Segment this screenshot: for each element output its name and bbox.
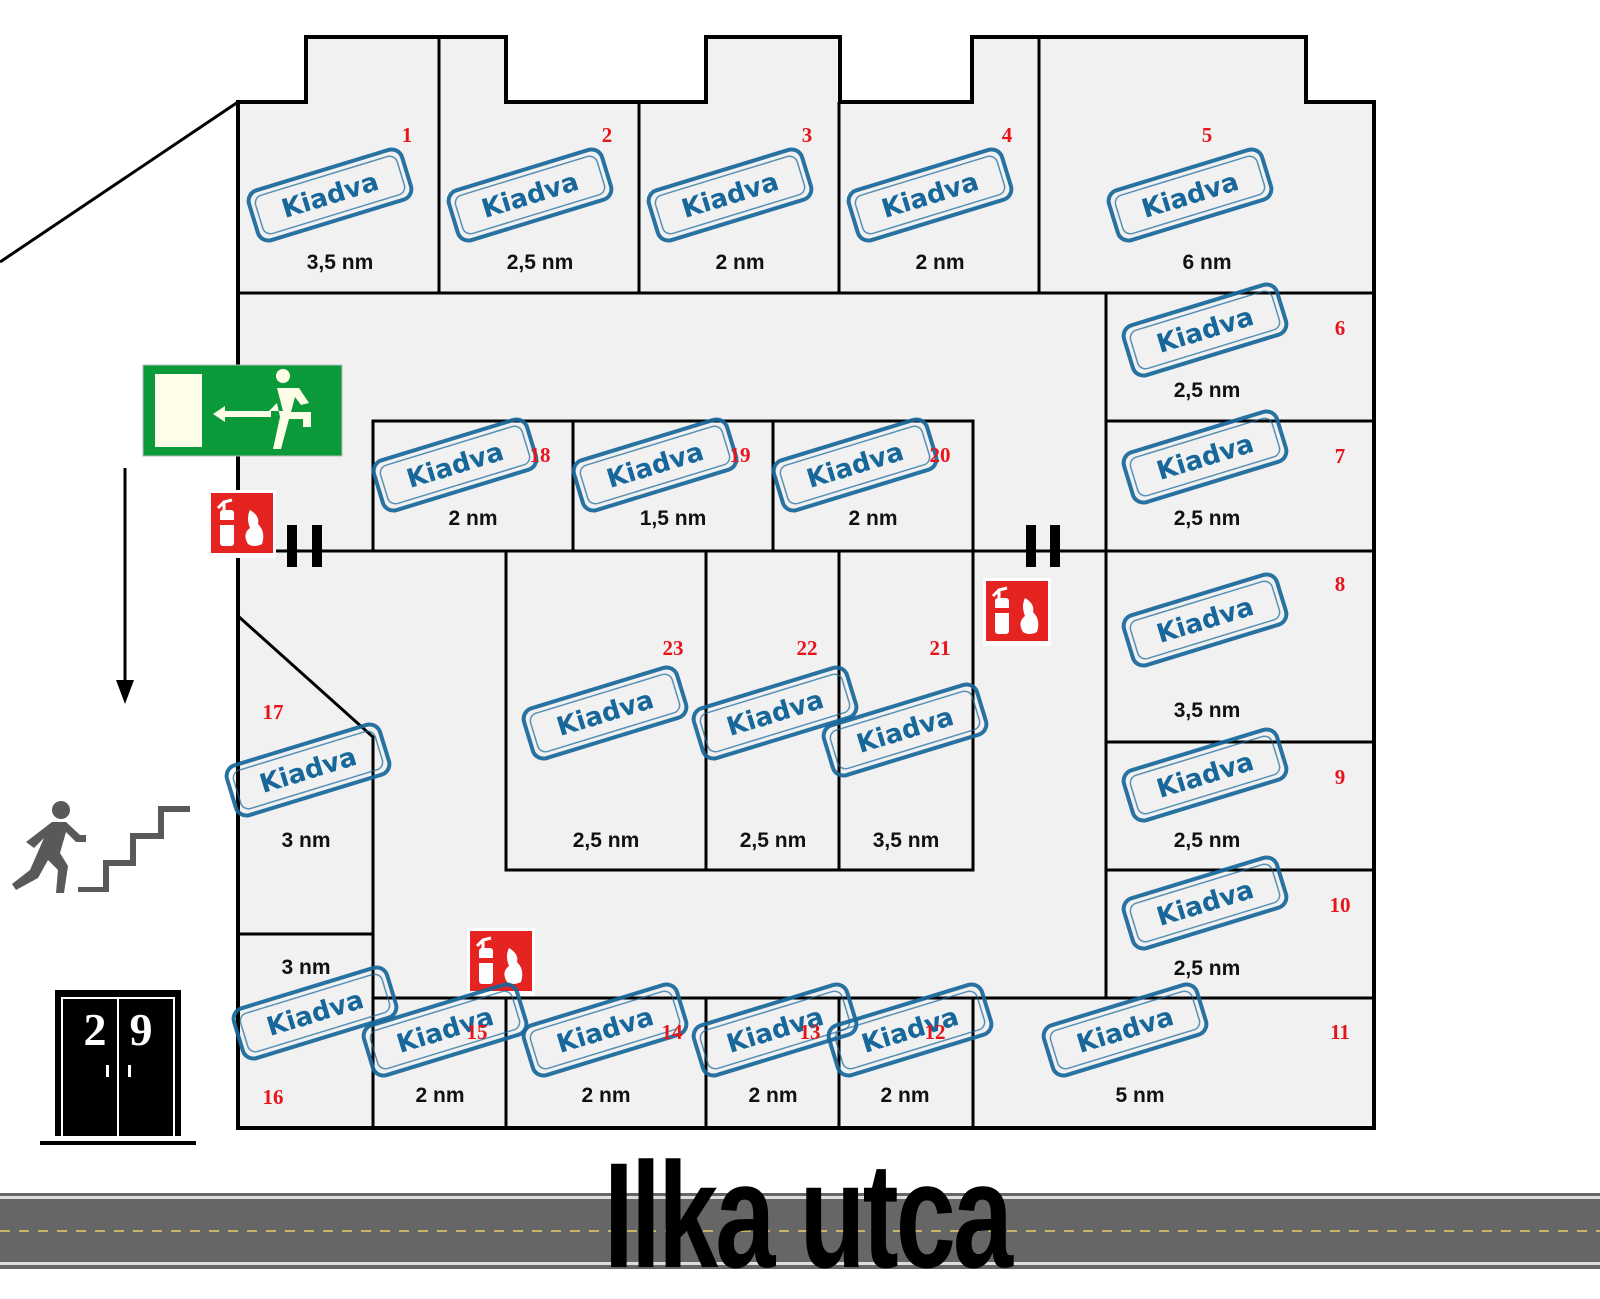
emergency-exit-sign-icon: [142, 364, 343, 457]
unit-number: 6: [1335, 316, 1346, 340]
gate-markers: [287, 525, 1060, 567]
rented-stamp: Kiadva: [1121, 572, 1289, 668]
unit-number: 17: [263, 700, 284, 724]
fire-extinguisher-sign-icon: [983, 578, 1051, 646]
unit-area: 3,5 nm: [307, 251, 374, 274]
road: [0, 1193, 1600, 1269]
unit-number: 13: [800, 1020, 821, 1044]
building-floor: [238, 37, 1374, 1128]
unit-area: 3,5 nm: [873, 829, 940, 852]
unit-area: 2 nm: [880, 1084, 929, 1107]
unit-number: 15: [467, 1020, 488, 1044]
unit-number: 7: [1335, 444, 1346, 468]
rented-stamp: Kiadva: [1121, 855, 1289, 951]
unit-number: 14: [662, 1020, 684, 1044]
unit-number: 18: [530, 443, 551, 467]
unit-area: 2 nm: [915, 251, 964, 274]
unit-number: 5: [1202, 123, 1213, 147]
unit-number: 11: [1330, 1020, 1350, 1044]
unit-area: 2,5 nm: [573, 829, 640, 852]
unit-number: 8: [1335, 572, 1346, 596]
gate-marker-right: [1026, 525, 1036, 567]
unit-8[interactable]: Kiadva 8 3,5 nm: [1121, 572, 1345, 722]
unit-area: 2 nm: [848, 507, 897, 530]
unit-area: 2,5 nm: [740, 829, 807, 852]
stairs-icon: [12, 801, 190, 893]
unit-area: 2,5 nm: [1174, 507, 1241, 530]
unit-number: 22: [797, 636, 818, 660]
house-number-left: 2: [84, 1004, 107, 1055]
entrance-door-icon: 2 9: [40, 990, 196, 1145]
unit-number: 20: [930, 443, 951, 467]
unit-number: 19: [730, 443, 751, 467]
unit-area: 2 nm: [581, 1084, 630, 1107]
unit-number: 16: [263, 1085, 284, 1109]
unit-area: 5 nm: [1115, 1084, 1164, 1107]
direction-arrow-down-icon: [116, 468, 134, 704]
unit-number: 4: [1002, 123, 1013, 147]
unit-number: 1: [402, 123, 413, 147]
unit-area: 2,5 nm: [1174, 957, 1241, 980]
unit-area: 3 nm: [281, 956, 330, 979]
unit-number: 3: [802, 123, 813, 147]
unit-area: 3,5 nm: [1174, 699, 1241, 722]
unit-number: 23: [663, 636, 684, 660]
house-number-right: 9: [130, 1004, 153, 1055]
gate-marker-left: [287, 525, 297, 567]
diagonal-wall: [0, 100, 239, 264]
fire-extinguisher-sign-icon: [208, 490, 276, 558]
unit-area: 2,5 nm: [1174, 379, 1241, 402]
unit-area: 2,5 nm: [1174, 829, 1241, 852]
street-name-label: Ilka utca: [603, 1131, 1013, 1299]
unit-area: 3 nm: [281, 829, 330, 852]
unit-area: 1,5 nm: [640, 507, 707, 530]
unit-number: 12: [925, 1020, 946, 1044]
unit-10[interactable]: Kiadva 10 2,5 nm: [1121, 855, 1351, 980]
unit-area: 2,5 nm: [507, 251, 574, 274]
unit-number: 21: [930, 636, 951, 660]
unit-number: 10: [1330, 893, 1351, 917]
unit-number: 2: [602, 123, 613, 147]
unit-number: 9: [1335, 765, 1346, 789]
unit-area: 2 nm: [748, 1084, 797, 1107]
unit-area: 2 nm: [448, 507, 497, 530]
unit-area: 2 nm: [415, 1084, 464, 1107]
unit-area: 6 nm: [1182, 251, 1231, 274]
unit-area: 2 nm: [715, 251, 764, 274]
